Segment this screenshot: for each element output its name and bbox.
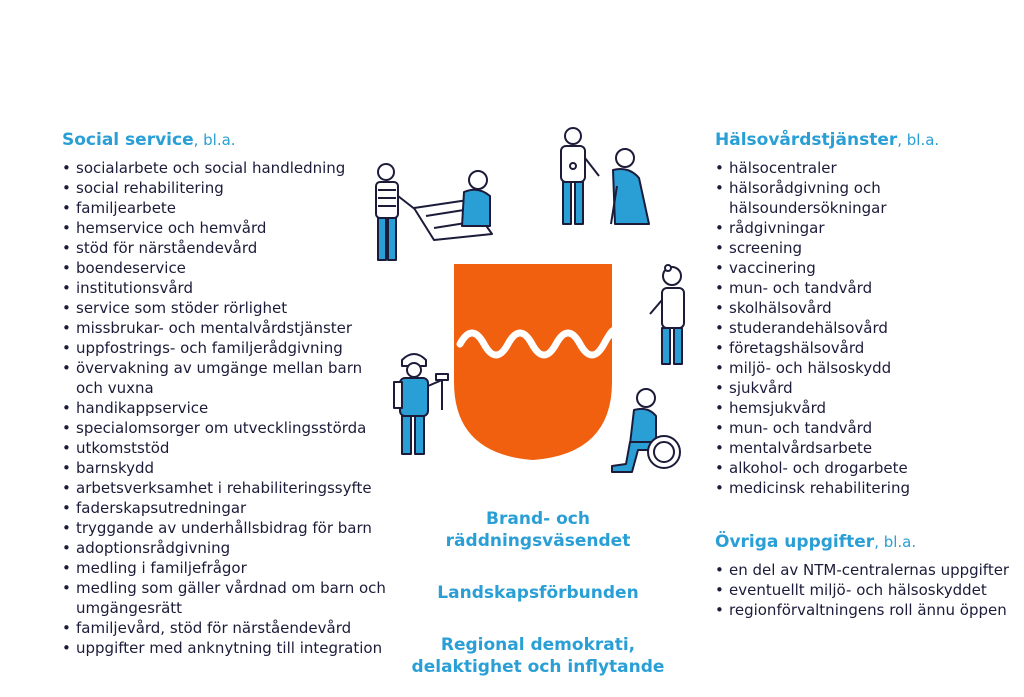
regional-democracy-label: Regional demokrati, delaktighet och infl… (411, 635, 665, 677)
health-services-section: Hälsovårdstjänster, bl.a. hälsocentraler… (715, 130, 1015, 498)
social-service-item: socialarbete och social handledning (62, 158, 392, 178)
health-services-list: hälsocentralerhälsorådgivning och hälsou… (715, 158, 1015, 498)
social-service-item: uppfostrings- och familjerådgivning (62, 338, 392, 358)
social-service-item: specialomsorger om utvecklingsstörda (62, 418, 392, 438)
other-task-item: regionförvaltningens roll ännu öppen (715, 600, 1015, 620)
health-service-item: företagshälsovård (715, 338, 1015, 358)
social-service-item: adoptionsrådgivning (62, 538, 392, 558)
health-services-title: Hälsovårdstjänster (715, 130, 898, 150)
health-service-item: skolhälsovård (715, 298, 1015, 318)
other-tasks-section: Övriga uppgifter, bl.a. en del av NTM-ce… (715, 532, 1015, 620)
social-service-section: Social service, bl.a. socialarbete och s… (62, 130, 392, 658)
social-service-item: uppgifter med anknytning till integratio… (62, 638, 392, 658)
other-tasks-title: Övriga uppgifter (715, 532, 875, 552)
nurse-elderly-figures-icon (555, 126, 665, 230)
health-service-item: studerandehälsovård (715, 318, 1015, 338)
health-services-heading: Hälsovårdstjänster, bl.a. (715, 130, 1015, 150)
health-service-item: alkohol- och drogarbete (715, 458, 1015, 478)
health-service-item: screening (715, 238, 1015, 258)
health-service-item: hälsocentraler (715, 158, 1015, 178)
social-service-item: service som stöder rörlighet (62, 298, 392, 318)
social-service-item: hemservice och hemvård (62, 218, 392, 238)
health-service-item: medicinsk rehabilitering (715, 478, 1015, 498)
social-service-item: social rehabilitering (62, 178, 392, 198)
health-service-item: hemsjukvård (715, 398, 1015, 418)
social-service-item: handikappservice (62, 398, 392, 418)
health-service-item: sjukvård (715, 378, 1015, 398)
rescue-services-label: Brand- och räddningsväsendet (445, 509, 631, 551)
other-task-item: eventuellt miljö- och hälsoskyddet (715, 580, 1015, 600)
social-service-item: familjearbete (62, 198, 392, 218)
social-service-item: tryggande av underhållsbidrag för barn (62, 518, 392, 538)
social-service-item: faderskapsutredningar (62, 498, 392, 518)
social-service-item: institutionsvård (62, 278, 392, 298)
social-service-item: familjevård, stöd för närståendevård (62, 618, 392, 638)
social-service-item: missbrukar- och mentalvårdstjänster (62, 318, 392, 338)
social-service-item: arbetsverksamhet i rehabiliteringssyfte (62, 478, 392, 498)
social-worker-figures-icon (368, 160, 498, 270)
social-service-suffix: , bl.a. (193, 131, 236, 149)
other-tasks-suffix: , bl.a. (874, 533, 917, 551)
dentist-figure-icon (646, 264, 696, 368)
social-service-list: socialarbete och social handledningsocia… (62, 158, 392, 658)
regional-councils-label: Landskapsförbunden (437, 583, 639, 603)
social-service-item: utkomststöd (62, 438, 392, 458)
wheelchair-figure-icon (604, 386, 684, 476)
social-service-item: stöd för närståendevård (62, 238, 392, 258)
social-service-heading: Social service, bl.a. (62, 130, 392, 150)
health-service-item: vaccinering (715, 258, 1015, 278)
health-service-item: hälsorådgivning och hälsoundersökningar (715, 178, 1015, 218)
social-service-item: medling som gäller vårdnad om barn och u… (62, 578, 392, 618)
firefighter-figure-icon (390, 350, 450, 460)
other-task-item: en del av NTM-centralernas uppgifter (715, 560, 1015, 580)
health-service-item: mentalvårdsarbete (715, 438, 1015, 458)
health-service-item: rådgivningar (715, 218, 1015, 238)
other-tasks-heading: Övriga uppgifter, bl.a. (715, 532, 1015, 552)
health-services-suffix: , bl.a. (897, 131, 940, 149)
shield-emblem-icon (452, 262, 618, 462)
health-service-item: mun- och tandvård (715, 418, 1015, 438)
social-service-item: boendeservice (62, 258, 392, 278)
health-service-item: mun- och tandvård (715, 278, 1015, 298)
other-tasks-list: en del av NTM-centralernas uppgiftereven… (715, 560, 1015, 620)
social-service-item: övervakning av umgänge mellan barn och v… (62, 358, 392, 398)
social-service-item: medling i familjefrågor (62, 558, 392, 578)
social-service-title: Social service (62, 130, 194, 150)
social-service-item: barnskydd (62, 458, 392, 478)
health-service-item: miljö- och hälsoskydd (715, 358, 1015, 378)
